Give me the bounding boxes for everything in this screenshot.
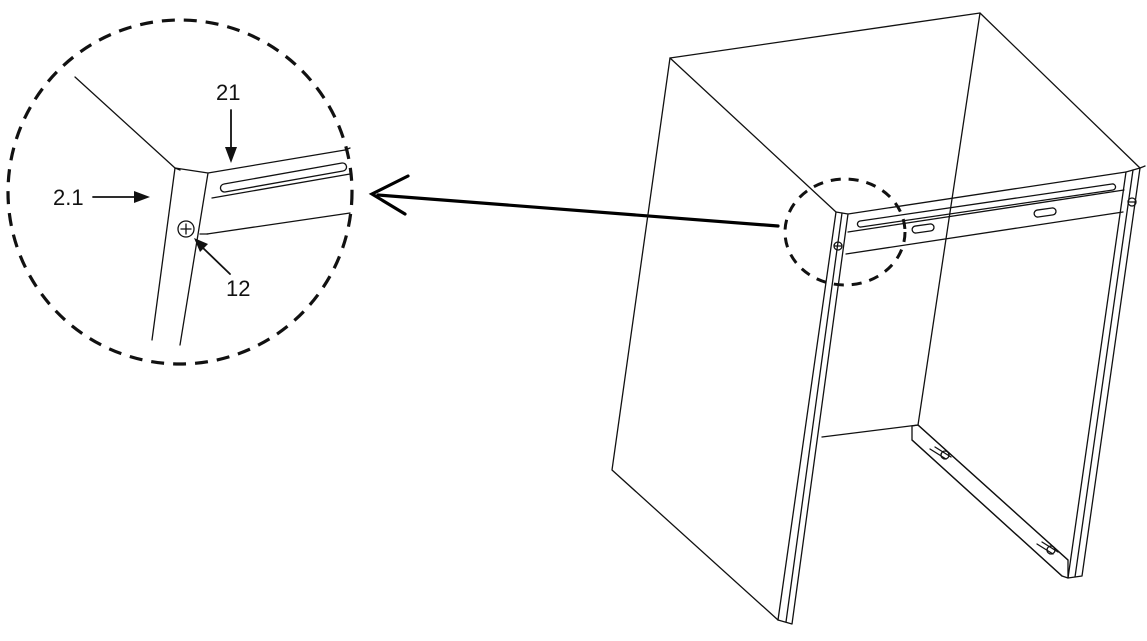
detail-rail-slot — [219, 162, 348, 193]
detail-rail — [199, 147, 351, 235]
cabinet-screw-right — [1127, 197, 1137, 207]
callout-leader-12 — [201, 246, 231, 275]
callout-arrowhead-2-1 — [134, 191, 150, 203]
callout-arrowhead-12 — [194, 238, 208, 252]
callout-arrowhead-21 — [225, 147, 237, 163]
cabinet-drawing — [611, 12, 1146, 625]
detail-panel-top-edge — [74, 76, 176, 169]
cabinet-bottom-hardware-back — [1036, 541, 1059, 555]
cabinet-back-edge — [917, 12, 981, 426]
cabinet-rail-slot — [856, 183, 1117, 228]
cabinet-left-edge-strip — [777, 211, 849, 625]
cabinet-detail-highlight — [783, 177, 907, 287]
cabinet-screw-left — [833, 241, 843, 251]
detail-view: 21 2.1 12 — [6, 18, 354, 366]
cabinet-left-panel — [611, 57, 837, 621]
callout-label-2-1: 2.1 — [53, 185, 84, 210]
cabinet-bottom-rail — [911, 424, 1069, 579]
callout-label-12: 12 — [226, 276, 250, 301]
detail-side-panel — [151, 167, 209, 346]
pointer-arrow — [368, 174, 780, 228]
cabinet-right-edge-strip — [1067, 167, 1141, 579]
callout-label-21: 21 — [216, 80, 240, 105]
cabinet-top-edge — [669, 12, 1141, 169]
cabinet-bottom-hardware-front — [929, 446, 952, 460]
cabinet-top-rail — [845, 171, 1127, 255]
detail-circle — [6, 18, 354, 366]
detail-screw — [177, 220, 195, 238]
